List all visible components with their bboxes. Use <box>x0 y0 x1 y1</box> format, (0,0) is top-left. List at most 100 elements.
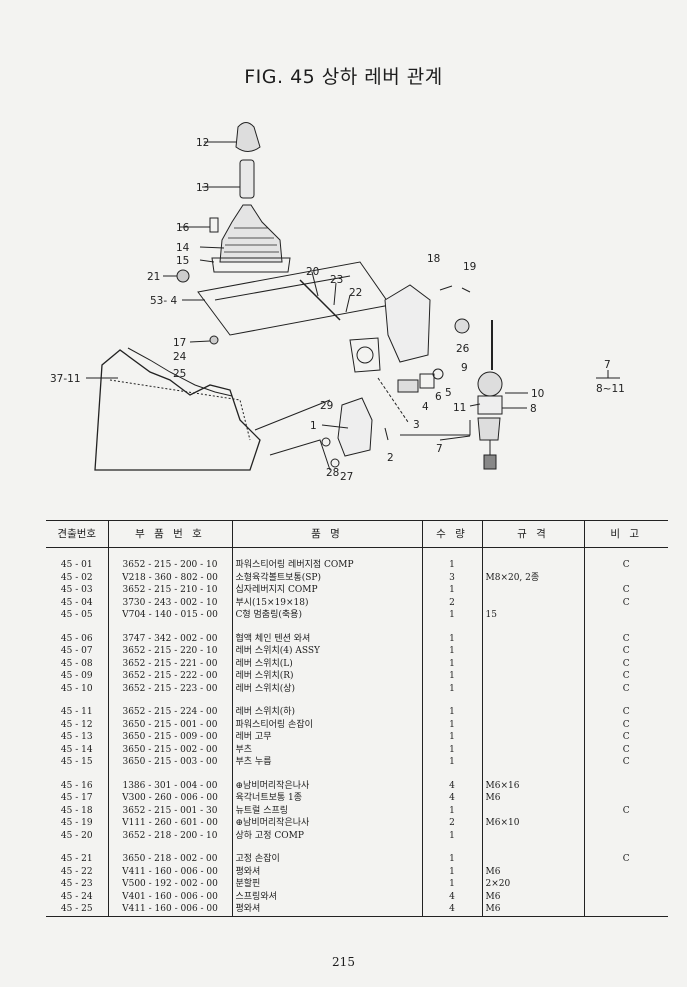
cell-qty: 1 <box>421 706 482 719</box>
cell-note: C <box>583 731 668 744</box>
cell-qty: 4 <box>421 903 482 917</box>
header-remarks: 비 고 <box>583 520 668 548</box>
cell-spec <box>481 645 584 658</box>
callout-10: 10 <box>531 388 544 400</box>
cell-spec: M6 <box>481 903 584 917</box>
callout-37-11: 37-11 <box>50 373 81 385</box>
cell-spec <box>481 756 584 769</box>
cell-qty: 2 <box>421 596 482 609</box>
cell-spec <box>481 743 584 756</box>
group-spacer <box>46 695 668 706</box>
cell-note <box>583 878 668 891</box>
cell-part: V111 - 260 - 601 - 00 <box>107 817 232 830</box>
cell-qty: 1 <box>421 682 482 695</box>
cell-part: 3747 - 342 - 002 - 00 <box>107 632 232 645</box>
callout-22: 22 <box>349 287 362 299</box>
cell-idx: 45 - 24 <box>60 891 93 902</box>
cell-spec: 15 <box>481 609 584 622</box>
cell-spec: M6 <box>481 890 584 903</box>
callout-14: 14 <box>176 242 190 254</box>
cell-idx: 45 - 10 <box>60 683 93 694</box>
group-spacer <box>46 547 668 559</box>
cell-name: 분할핀 <box>231 878 422 891</box>
cell-qty: 1 <box>421 743 482 756</box>
cell-qty: 1 <box>421 756 482 769</box>
cell-spec <box>481 670 584 683</box>
cell-spec <box>481 632 584 645</box>
cell-qty: 1 <box>421 804 482 817</box>
cell-note: C <box>583 706 668 719</box>
cell-spec <box>481 731 584 744</box>
header-part-number: 부 품 번 호 <box>107 520 232 548</box>
cell-qty: 4 <box>421 792 482 805</box>
callout-21: 21 <box>147 271 160 283</box>
cell-part: 3730 - 243 - 002 - 10 <box>107 596 232 609</box>
cell-name: 뉴트럴 스프링 <box>231 804 422 817</box>
cell-idx: 45 - 07 <box>60 646 93 656</box>
cell-spec <box>481 682 584 695</box>
cell-idx: 45 - 03 <box>60 585 93 595</box>
cell-name: 십자레버지지 COMP <box>231 584 422 597</box>
callout-17: 17 <box>173 337 186 349</box>
header-part-name: 품 명 <box>231 520 422 548</box>
callout-2: 2 <box>387 452 394 464</box>
cell-note: C <box>583 584 668 597</box>
cell-name: 레버 스위치(하) <box>231 706 422 719</box>
cell-part: 3652 - 215 - 222 - 00 <box>107 670 232 683</box>
cell-idx: 45 - 12 <box>60 719 93 730</box>
cell-qty: 4 <box>421 779 482 792</box>
cell-spec: M6×10 <box>481 817 584 830</box>
cell-part: 3652 - 218 - 200 - 10 <box>107 829 232 842</box>
cell-part: V411 - 160 - 006 - 00 <box>107 865 232 878</box>
header-spec: 규 격 <box>481 520 584 548</box>
cell-qty: 1 <box>421 632 482 645</box>
group-spacer <box>46 621 668 633</box>
cell-spec: M6 <box>481 792 584 805</box>
cell-note <box>583 779 668 792</box>
cell-spec <box>481 718 584 731</box>
cell-part: V411 - 160 - 006 - 00 <box>107 903 232 917</box>
callout-19: 19 <box>463 261 476 273</box>
callout-13: 13 <box>196 182 209 194</box>
cell-note: C <box>583 756 668 769</box>
cell-spec <box>481 584 584 597</box>
cell-spec <box>481 706 584 719</box>
cell-qty: 1 <box>421 609 482 622</box>
cell-name: 고정 손잡이 <box>231 853 422 866</box>
cell-note <box>583 817 668 830</box>
cell-part: V500 - 192 - 002 - 00 <box>107 878 232 891</box>
cell-note: C <box>583 718 668 731</box>
cell-name: ⊕남비머리작은나사 <box>231 779 422 792</box>
cell-spec <box>481 559 584 572</box>
cell-idx: 45 - 23 <box>60 879 93 889</box>
exploded-parts-diagram: 12 13 16 14 15 21 53- 4 20 23 22 18 19 1… <box>0 100 687 505</box>
cell-name: ⊕남비머리작은나사 <box>231 817 422 830</box>
cell-name: 평와셔 <box>231 903 422 917</box>
cell-idx: 45 - 22 <box>60 866 93 877</box>
cell-note: C <box>583 559 668 572</box>
cell-name: 레버 고무 <box>231 731 422 744</box>
cell-name: 레버 스위치(R) <box>231 670 422 683</box>
cell-part: V218 - 360 - 802 - 00 <box>107 571 232 584</box>
cell-spec <box>481 829 584 842</box>
callout-8-11: 8~11 <box>596 383 625 395</box>
group-spacer <box>46 842 668 853</box>
cell-part: 3650 - 215 - 003 - 00 <box>107 756 232 769</box>
cell-spec <box>481 657 584 670</box>
cell-idx: 45 - 01 <box>60 560 93 570</box>
